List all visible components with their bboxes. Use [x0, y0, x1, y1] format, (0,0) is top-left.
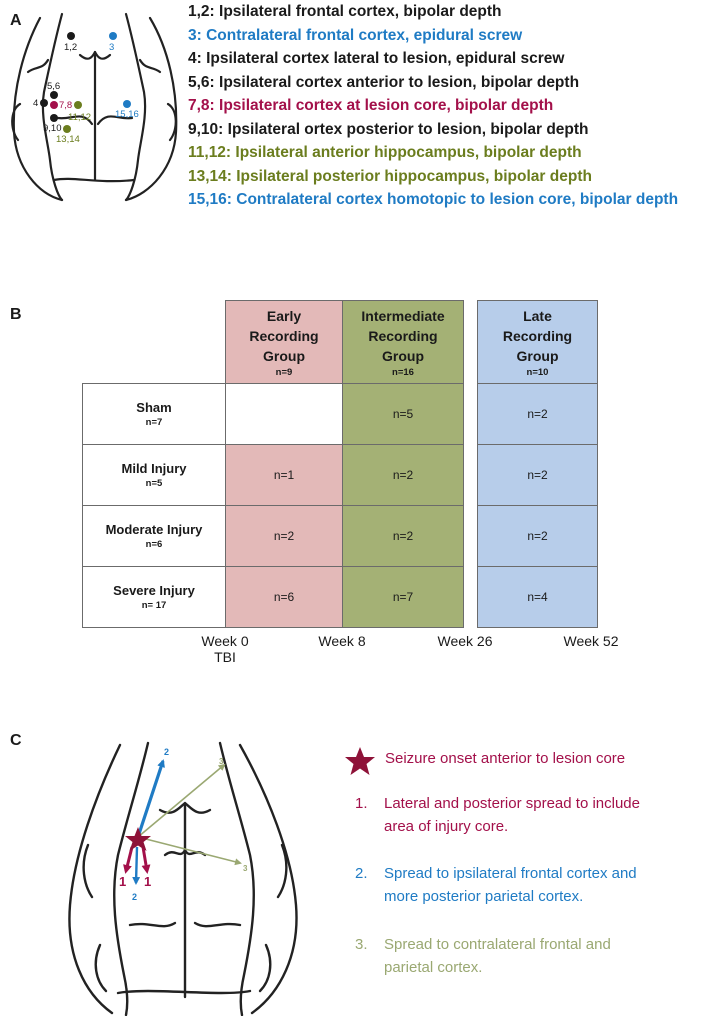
header-count: n=16 — [392, 366, 414, 378]
legend-a-item: 7,8: Ipsilateral cortex at lesion core, … — [188, 97, 554, 114]
header-line: Intermediate — [361, 307, 445, 324]
cell-severe-early: n=6 — [225, 566, 343, 628]
header-line: Group — [382, 347, 424, 364]
header-line: Early — [266, 307, 302, 324]
legend-a-item: 13,14: Ipsilateral posterior hippocampus… — [188, 167, 592, 185]
late-group-header: Late Recording Group n=10 — [477, 300, 598, 384]
cell-severe-late: n=4 — [477, 566, 598, 628]
cell-mild-intermediate: n=2 — [342, 444, 464, 506]
brain-outline-a: 1,2 3 5,6 4 7,8 11,12 15,16 9,10 13,14 — [11, 12, 178, 202]
arrow-label: 2 — [132, 892, 137, 902]
electrode-label: 7,8 — [59, 100, 72, 111]
legend-a-item: 3: Contralateral frontal cortex, epidura… — [188, 26, 523, 44]
cell-moderate-late: n=2 — [477, 505, 598, 567]
legend-c-item-2: 2. Spread to ipsilateral frontal cortex … — [355, 865, 637, 905]
cell-mild-early: n=1 — [225, 444, 343, 506]
tbi-label: TBI — [214, 649, 236, 665]
arrow-label: 1 — [144, 874, 151, 889]
cell-sham-early — [225, 383, 343, 445]
early-group-header: Early Recording Group n=9 — [225, 300, 343, 384]
legend-c-item-3: 3. Spread to contralateral frontal and p… — [355, 936, 611, 976]
legend-a-item: 5,6: Ipsilateral cortex anterior to lesi… — [188, 73, 580, 91]
cell-sham-late: n=2 — [477, 383, 598, 445]
electrode-5-6-dot — [50, 91, 58, 99]
header-line: Late — [523, 307, 552, 324]
panel-a-letter: A — [10, 12, 22, 29]
brain-outline-c: 2 3 3 1 1 2 — [68, 741, 298, 1016]
electrode-13-14-dot — [63, 125, 71, 133]
cell-mild-late: n=2 — [477, 444, 598, 506]
legend-a-item: 15,16: Contralateral cortex homotopic to… — [188, 191, 679, 208]
spread-arrow-2-down — [132, 846, 141, 885]
panel-c-letter: C — [10, 732, 22, 749]
electrode-4-dot — [40, 99, 48, 107]
header-line: Recording — [249, 327, 319, 344]
cell-moderate-early: n=2 — [225, 505, 343, 567]
header-count: n=10 — [526, 366, 549, 378]
panel-b-letter: B — [10, 306, 22, 323]
spread-arrow-3-right — [137, 836, 242, 866]
cell-sham-intermediate: n=5 — [342, 383, 464, 445]
header-count: n=9 — [275, 366, 293, 378]
week-0-label: Week 0 TBI — [187, 633, 263, 665]
week-26-label: Week 26 — [437, 633, 493, 649]
electrode-label: 13,14 — [56, 134, 80, 145]
electrode-label: 11,12 — [68, 112, 91, 123]
arrow-label: 1 — [119, 874, 126, 889]
star-legend-text: Seizure onset anterior to lesion core — [385, 750, 626, 767]
spread-arrow-1-left — [123, 846, 134, 874]
electrode-7-8-dot — [50, 101, 58, 109]
legend-a-item: 11,12: Ipsilateral anterior hippocampus,… — [188, 144, 582, 161]
week-8-label: Week 8 — [318, 633, 366, 649]
legend-a-item: 9,10: Ipsilateral ortex posterior to les… — [188, 120, 589, 138]
week-52-label: Week 52 — [563, 633, 619, 649]
header-line: Group — [516, 347, 559, 364]
electrode-15-16-dot — [123, 100, 131, 108]
electrode-9-10-dot — [50, 114, 58, 122]
electrode-label: 1,2 — [64, 42, 77, 53]
electrode-3-dot — [109, 32, 117, 40]
legend-c-item-1: 1. Lateral and posterior spread to inclu… — [355, 795, 640, 835]
seizure-onset-star-icon — [125, 827, 151, 851]
header-line: Recording — [368, 327, 438, 344]
panel-a-legend: 1,2: Ipsilateral frontal cortex, bipolar… — [188, 0, 678, 212]
arrow-label: 3 — [219, 757, 224, 766]
electrode-label: 15,16 — [115, 109, 139, 120]
electrode-label: 3 — [109, 42, 114, 53]
electrode-11-12-dot — [74, 101, 82, 109]
spread-arrow-2-up — [136, 759, 165, 838]
spread-arrow-3-up — [137, 763, 226, 838]
star-legend-icon — [345, 747, 375, 775]
intermediate-group-header: Intermediate Recording Group n=16 — [342, 300, 464, 384]
electrode-label: 4 — [33, 98, 38, 109]
electrode-1-2-dot — [67, 32, 75, 40]
intermediate-group-column — [342, 300, 464, 628]
legend-a-item: 4: Ipsilateral cortex lateral to lesion,… — [188, 50, 565, 67]
header-line: Group — [263, 347, 305, 364]
legend-a-item: 1,2: Ipsilateral frontal cortex, bipolar… — [188, 3, 502, 20]
header-line: Recording — [502, 327, 573, 344]
arrow-label: 3 — [243, 864, 248, 873]
electrode-label: 5,6 — [47, 81, 60, 92]
electrode-label: 9,10 — [43, 123, 62, 134]
cell-severe-intermediate: n=7 — [342, 566, 464, 628]
spread-arrow-1-right — [141, 846, 151, 874]
cell-moderate-intermediate: n=2 — [342, 505, 464, 567]
arrow-label: 2 — [164, 747, 169, 757]
